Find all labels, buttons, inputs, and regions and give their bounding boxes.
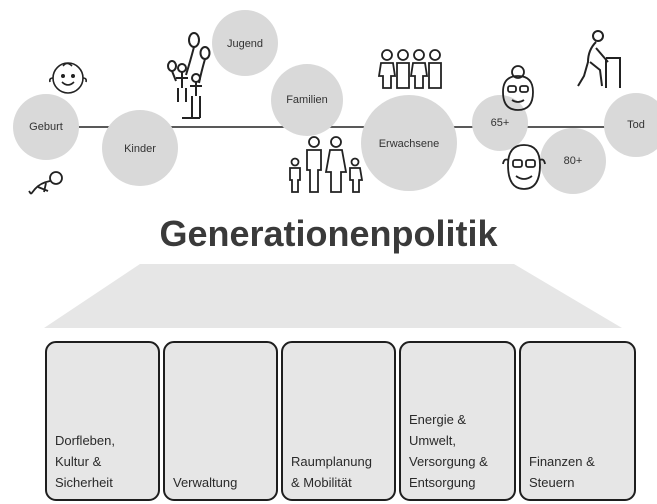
- stage-label-erwachsene: Erwachsene: [379, 138, 440, 150]
- stage-erwachsene: Erwachsene: [361, 95, 457, 191]
- pillar-dorfleben: Dorfleben, Kultur & Sicherheit: [45, 341, 160, 501]
- stage-label-jugend: Jugend: [227, 38, 263, 50]
- stage-label-tod: Tod: [627, 119, 645, 131]
- pillar-label-dorfleben: Dorfleben, Kultur & Sicherheit: [55, 433, 115, 490]
- roof-trapezoid: [44, 264, 622, 328]
- baby-face-icon: [49, 62, 87, 94]
- stage-label-65plus: 65+: [491, 117, 510, 129]
- family-icon: [289, 136, 364, 193]
- pillar-energie: Energie & Umwelt, Versorgung & Entsorgun…: [399, 341, 516, 501]
- pillar-raumplanung: Raumplanung & Mobilität: [281, 341, 396, 501]
- stage-kinder: Kinder: [102, 110, 178, 186]
- walker-senior-icon: [577, 30, 621, 88]
- page-title: Generationenpolitik: [159, 213, 498, 254]
- stage-geburt: Geburt: [13, 94, 79, 160]
- stage-65plus: 65+: [472, 95, 528, 151]
- crawling-baby-icon: [28, 171, 63, 195]
- pillar-label-raumplanung: Raumplanung & Mobilität: [291, 454, 372, 490]
- elderly-woman-icon: [502, 65, 534, 111]
- pillar-group: Dorfleben, Kultur & Sicherheit Verwaltun…: [45, 341, 637, 504]
- stage-label-kinder: Kinder: [124, 143, 156, 155]
- pillar-label-verwaltung: Verwaltung: [173, 475, 238, 490]
- pillar-label-energie: Energie & Umwelt, Versorgung & Entsorgun…: [409, 412, 488, 490]
- stage-80plus: 80+: [540, 128, 606, 194]
- children-with-balloons-icon: [167, 32, 211, 119]
- stage-jugend: Jugend: [212, 10, 278, 76]
- pillar-finanzen: Finanzen & Steuern: [519, 341, 636, 501]
- elderly-man-icon: [502, 144, 546, 190]
- pillar-verwaltung: Verwaltung: [163, 341, 278, 501]
- life-stage-timeline: Geburt Kinder Jugend Familien Erwachsene…: [13, 10, 657, 195]
- stage-tod: Tod: [604, 93, 657, 157]
- stage-label-80plus: 80+: [564, 155, 583, 167]
- adult-group-icon: [377, 49, 442, 89]
- stage-familien: Familien: [271, 64, 343, 136]
- stage-label-familien: Familien: [286, 94, 328, 106]
- stage-label-geburt: Geburt: [29, 121, 63, 133]
- pillar-label-finanzen: Finanzen & Steuern: [529, 454, 595, 490]
